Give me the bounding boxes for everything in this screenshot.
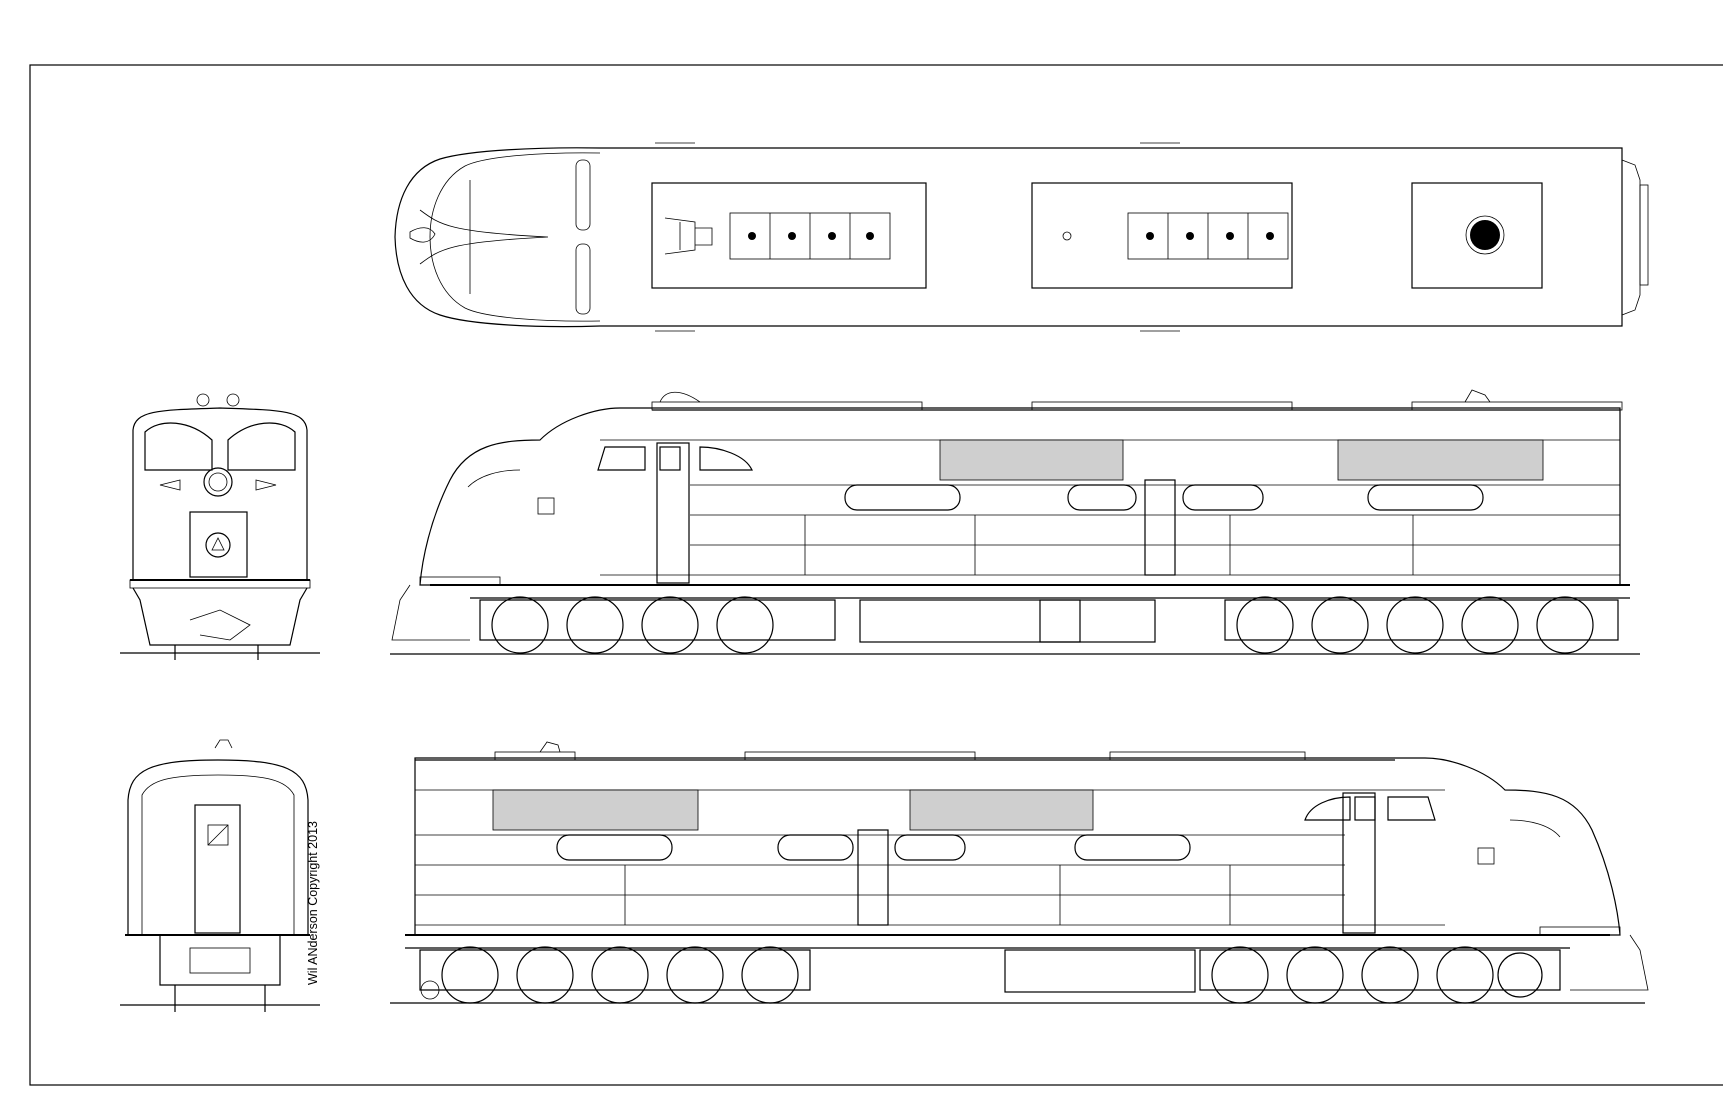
top-view: [394, 142, 1649, 332]
front-end-view: [120, 393, 320, 660]
side-elevation-lower: [390, 741, 1649, 1004]
rear-end-view: [120, 739, 320, 1012]
drawing-border: [29, 64, 1723, 1086]
copyright-credit: Wil ANderson Copyright 2013: [306, 821, 320, 985]
side-elevation-upper: [390, 389, 1640, 655]
